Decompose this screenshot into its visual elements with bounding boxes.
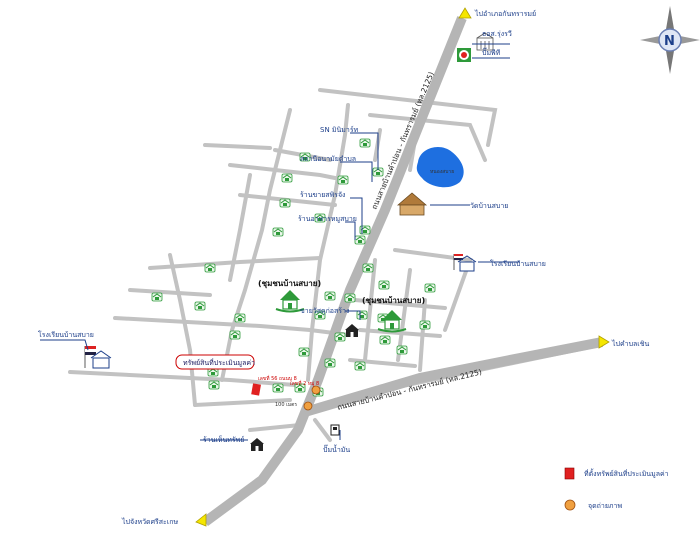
school-west-label: โรงเรียนบ้านสบาย [38,330,94,339]
temple-icon [396,192,428,216]
mill-icon [345,324,359,337]
school-east-label: โรงเรียนบ้านสบาย [490,259,546,268]
pts-icon [457,48,471,62]
pts-label: ปั๊มพีที [482,47,501,57]
subject-callout-box [175,354,255,370]
mill-label: ขายวัสดุก่อสร้าง [300,307,349,315]
road-label-2: เลขที่ 2 หมู่ 8 [290,380,319,387]
north-destination: ไปอำเภอกันทรารมย์ [474,9,536,18]
photo-point-2 [303,401,313,411]
sn-shop-label: SN มินิมาร์ท [320,126,359,134]
east-destination: ไปคำบลเชิน [611,339,649,348]
legend-subject-label: ที่ตั้งทรัพย์สินที่ประเมินมูลค่า [584,467,669,478]
distance-label: 100 เมตร [275,402,297,408]
compass-letter: N [664,34,675,49]
lake-label: หนองสบาย [430,169,454,175]
legend-photo-swatch [564,499,576,511]
repair-shop-label: ร้านเห็นทรัพย์ [203,435,244,444]
south-destination: ไปจังหวัดศรีสะเกษ [121,517,178,526]
restaurant-label: ร้านอาหารหมูสบาย [298,215,357,223]
temple-label: วัดบ้านสบาย [470,202,508,210]
highway-2125 [202,16,603,527]
community-east-label: (ชุมชนบ้านสบาย) [362,295,425,306]
school-west-icon [84,346,112,369]
legend: ที่ตั้งทรัพย์สินที่ประเมินมูลค่า จุดถ่าย… [564,467,669,511]
sabai-shop-label: ร้านขายสพิรจัง [300,191,345,199]
local-streets [68,88,602,442]
east-arrow-icon [598,335,610,349]
gas-station-label: ปั๊มน้ำมัน [323,443,350,454]
subject-callout-label: ทรัพย์สินที่ประเมินมูลค่า [183,358,255,367]
bank-label: ธอส.รุ่งรวี [482,30,512,38]
photo-point-1 [311,385,321,395]
community-east-icon [377,310,407,333]
south-arrow-icon [195,513,207,527]
school-east-icon [453,254,477,272]
community-west-icon [275,290,305,313]
health-center-label: สถานีอนามัยตำบล [300,155,356,163]
legend-photo-label: จุดถ่ายภาพ [588,502,622,510]
community-west-label: (ชุมชนบ้านสบาย) [258,278,321,289]
gas-station-icon [330,424,340,436]
road-label-south: ถนนสายบ้านคำปอน - กันทรารมย์ (ทล.2125) [336,367,482,412]
subject-property-marker [251,383,261,396]
lake-shape [416,147,464,188]
leader-lines [40,43,520,441]
legend-subject-swatch [564,467,575,480]
north-arrow-icon [458,7,472,19]
repair-shop-icon [250,438,264,451]
compass-icon [640,6,700,74]
road-label-1: เลขที่ 56 ถนนบู 8 [258,375,297,382]
